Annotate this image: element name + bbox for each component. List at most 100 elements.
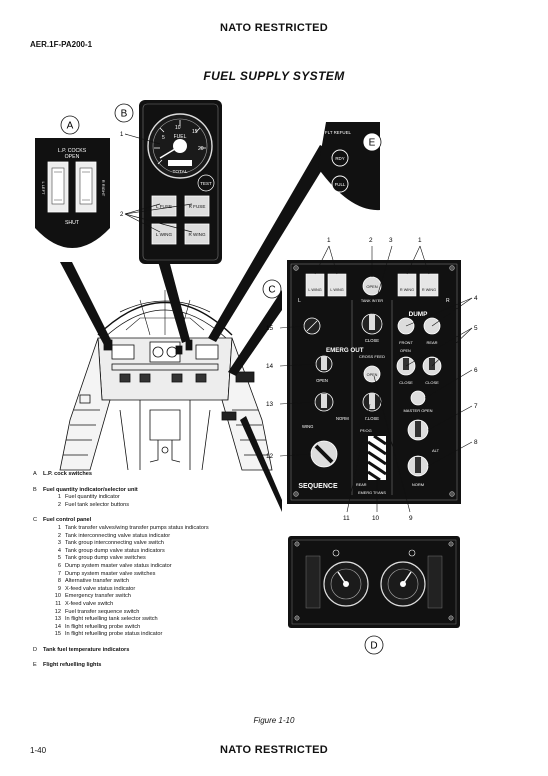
- callout-d: D: [370, 641, 377, 652]
- probe-open-label: OPEN: [316, 378, 328, 383]
- panel-e-refuel-lights: E FLT REFUEL RDY FULL: [318, 122, 382, 211]
- leader-c-11: 11: [343, 515, 350, 522]
- wedge-c2: [240, 416, 282, 512]
- panel-c-r-label: R: [446, 298, 450, 304]
- classification-footer: NATO RESTRICTED: [220, 744, 328, 756]
- leader-c-10: 10: [372, 515, 380, 522]
- leader-c-1a: 1: [327, 237, 331, 244]
- panel-a-right-label: R RIGHT: [101, 180, 106, 197]
- leader-c-5: 5: [474, 325, 478, 332]
- leader-c-15: 15: [266, 325, 274, 332]
- leader-c-6: 6: [474, 367, 478, 374]
- leader-c-13: 13: [266, 401, 274, 408]
- button-r-wing: R WING: [188, 232, 206, 237]
- tank-inter-label: TANK INTER: [361, 299, 384, 303]
- dump-label: DUMP: [409, 311, 429, 318]
- panel-a-shut-label: SHUT: [65, 220, 80, 226]
- figure-caption: Figure 1-10: [253, 716, 295, 725]
- leader-c-3: 3: [389, 237, 393, 244]
- panel-b-fuel-quantity: B 5 10 15 20 FUEL TOTAL TEST L FUSE R FU…: [114, 100, 222, 264]
- dump-close-label-2: CLOSE: [425, 380, 439, 385]
- dump-close-label-1: CLOSE: [399, 380, 413, 385]
- wedge-c: [228, 290, 282, 376]
- panel-a-left-label: L LEFT: [41, 182, 46, 196]
- gauge-fuel-label: FUEL: [174, 134, 187, 140]
- classification-header: NATO RESTRICTED: [220, 22, 328, 34]
- cross-feed-close-label: CLOSE: [365, 416, 379, 421]
- emerg-rear-label: REAR: [356, 483, 367, 487]
- page-title: FUEL SUPPLY SYSTEM: [203, 69, 345, 83]
- leader-c-8: 8: [474, 439, 478, 446]
- leader-b-2: 2: [120, 212, 124, 218]
- leader-c-14: 14: [266, 363, 274, 370]
- dump-front-label: FRONT: [399, 340, 413, 345]
- gauge-tick-20: 20: [198, 146, 204, 152]
- leader-c-9: 9: [409, 515, 413, 522]
- light-r-wing-1: R WING: [400, 288, 414, 292]
- callout-e: E: [369, 138, 376, 149]
- interconnect-open-label: OPEN: [366, 284, 377, 289]
- callout-a: A: [67, 121, 74, 132]
- interconnect-close-label: CLOSE: [365, 338, 379, 343]
- button-r-fuse: R FUSE: [189, 204, 206, 209]
- cross-feed-open-label: OPEN: [367, 373, 378, 377]
- alt-norm-label: NORM: [412, 482, 424, 487]
- light-l-wing-1: L WING: [308, 288, 321, 292]
- panel-e-label: FLT REFUEL: [325, 130, 352, 135]
- master-open-label: MASTER OPEN: [403, 408, 432, 413]
- panel-c-fuel-control: C L WING L WING R WING R WING L R OPEN T…: [262, 237, 478, 522]
- light-l-wing-2: L WING: [330, 288, 343, 292]
- gauge-total-label: TOTAL: [172, 169, 187, 175]
- callout-b: B: [121, 109, 128, 120]
- button-l-fuse: L FUSE: [156, 204, 172, 209]
- leader-c-7: 7: [474, 403, 478, 410]
- wedge-e: [208, 145, 333, 342]
- page-number: 1-40: [30, 746, 47, 755]
- gauge-tick-10: 10: [175, 125, 181, 131]
- leader-c-12: 12: [266, 453, 274, 460]
- document-number: AER.1F-PA200-1: [30, 40, 93, 49]
- wedge-a: [60, 262, 112, 345]
- dump-open-label: OPEN: [400, 349, 411, 353]
- sequence-wing-label: WING: [302, 424, 313, 429]
- leader-b-1: 1: [120, 132, 124, 138]
- dump-rear-label: REAR: [426, 340, 437, 345]
- sequence-label: SEQUENCE: [298, 483, 338, 490]
- leader-c-4: 4: [474, 295, 478, 302]
- panel-c-l-label: L: [298, 298, 301, 304]
- cross-feed-label: CROSS FEED: [359, 354, 385, 359]
- leader-wedges: [60, 145, 333, 512]
- callout-c: C: [268, 285, 275, 296]
- sequence-norm-label: NORM: [336, 416, 349, 421]
- rdy-light-label: RDY: [335, 156, 344, 161]
- button-l-wing: L WING: [156, 232, 173, 237]
- light-r-wing-2: R WING: [422, 288, 436, 292]
- test-button-label: TEST: [200, 181, 212, 186]
- panel-a-top-label: L.P. COCKS: [58, 148, 87, 154]
- alt-label: ALT: [432, 448, 440, 453]
- gauge-tick-5: 5: [162, 135, 165, 141]
- panel-a-open-label: OPEN: [65, 154, 80, 160]
- gauge-tick-15: 15: [192, 129, 198, 135]
- panel-a-lp-cocks: A L.P. COCKS OPEN L LEFT R RIGHT SHUT: [35, 115, 110, 248]
